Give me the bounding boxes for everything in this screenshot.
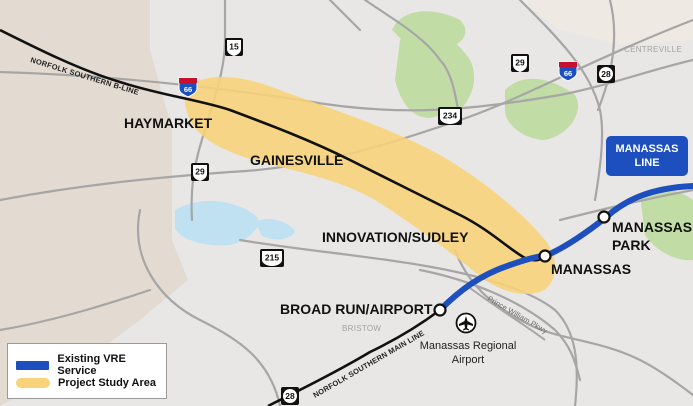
bristow-label: BRISTOW [342,324,381,333]
manassas-line-badge-line2: LINE [634,157,660,169]
park-area [505,78,579,140]
airport-icon [455,312,477,334]
us-29-shield-west-text: 29 [195,167,205,177]
legend-row-existing: Existing VRE Service [16,353,166,377]
va-28-shield-north-text: 28 [601,69,611,79]
airport-label-line1: Manassas Regional [420,340,517,352]
station-marker-manassas-park[interactable] [597,210,611,224]
legend-label-study: Project Study Area [58,377,157,389]
legend-label-existing: Existing VRE Service [57,353,126,377]
va-215-shield: 215 [260,249,284,267]
manassas-line-badge: MANASSAS LINE [606,136,688,176]
prince-william-pkwy [469,287,546,341]
broad-run-airport-label: BROAD RUN/AIRPORT [280,301,433,317]
manassas-label: MANASSAS [551,261,631,277]
i-66-shield-west: 66 [178,77,198,98]
lake [255,219,295,240]
va-215-shield-text: 215 [265,253,279,263]
park-area [640,189,693,261]
upper-right-area [520,0,693,45]
project-study-area [184,76,556,294]
manassas-park-label-line1: MANASSAS [612,219,692,235]
va-28-shield-north: 28 [597,65,615,83]
county-area [0,0,188,406]
i-66-shield-east: 66 [558,61,578,82]
i-66-shield-east-text: 66 [564,69,572,78]
manassas-line-badge-line1: MANASSAS [615,143,679,155]
us-29-shield-west: 29 [191,163,209,181]
map-legend: Existing VRE Service Project Study Area [7,343,167,399]
va-234-shield-text: 234 [443,111,457,121]
lake [175,200,259,246]
us-15-shield: 15 [225,38,243,56]
us-29-shield-north: 29 [511,54,529,72]
legend-row-study: Project Study Area [16,377,156,389]
manassas-park-label-line2: PARK [612,237,651,253]
station-marker-broad-run[interactable] [433,303,447,317]
legend-swatch-existing [16,360,50,370]
us-29-shield-north-text: 29 [515,58,525,68]
main-line-label: NORFOLK SOUTHERN MAIN LINE [312,329,426,400]
airport-label-line2: Airport [452,354,484,366]
va-28-shield-south: 28 [281,387,299,405]
haymarket-label: HAYMARKET [124,115,213,131]
us-15-shield-text: 15 [229,42,239,52]
norfolk-southern-b-line [0,28,546,262]
va-234-shield: 234 [438,107,462,125]
station-marker-manassas[interactable] [538,249,552,263]
legend-swatch-study [16,378,50,388]
gainesville-label: GAINESVILLE [250,152,343,168]
park-area [392,11,466,48]
i-66-shield-west-text: 66 [184,85,192,94]
centreville-label: CENTREVILLE [624,45,682,54]
va-28-shield-south-text: 28 [285,391,295,401]
innovation-sudley-label: INNOVATION/SUDLEY [322,229,469,245]
